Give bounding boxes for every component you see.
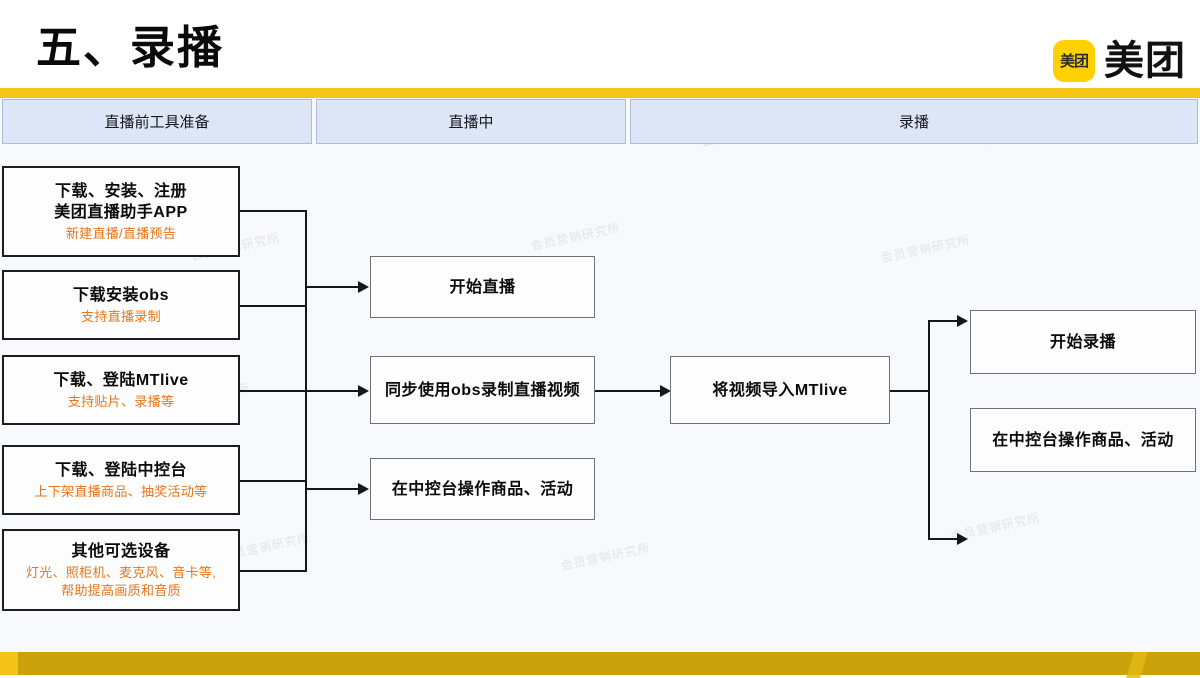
node-subtitle: 上下架直播商品、抽奖活动等: [34, 483, 208, 499]
connector-to-record-bottom: [928, 538, 960, 540]
brand-logo: 美团 美团: [1053, 40, 1186, 82]
node-subtitle: 支持直播录制: [81, 308, 161, 324]
node-live-2[interactable]: 同步使用obs录制直播视频: [370, 356, 595, 424]
bottom-band-swoosh-icon: [1126, 652, 1148, 678]
node-prep-5[interactable]: 其他可选设备 灯光、照柜机、麦克风、音卡等, 帮助提高画质和音质: [2, 529, 240, 611]
node-title-line1: 下载、安装、注册: [54, 182, 187, 200]
node-subtitle: 新建直播/直播预告: [65, 225, 177, 241]
phase-label: 直播中: [448, 114, 494, 131]
connector-to-live-2: [305, 390, 361, 392]
node-prep-4[interactable]: 下载、登陆中控台 上下架直播商品、抽奖活动等: [2, 445, 240, 515]
node-prep-2[interactable]: 下载安装obs 支持直播录制: [2, 270, 240, 340]
arrow-to-record-top: [957, 315, 968, 327]
connector-prep5-stub: [240, 570, 307, 572]
arrow-to-live-1: [358, 281, 369, 293]
node-prep-3[interactable]: 下载、登陆MTlive 支持贴片、录播等: [2, 355, 240, 425]
phase-label: 录播: [898, 114, 929, 131]
node-record-3[interactable]: 在中控台操作商品、活动: [970, 408, 1196, 472]
node-live-3[interactable]: 在中控台操作商品、活动: [370, 458, 595, 520]
node-subtitle-line2: 帮助提高画质和音质: [61, 582, 181, 598]
arrow-to-record-bottom: [957, 533, 968, 545]
connector-prep3-stub: [240, 390, 307, 392]
phase-header-live[interactable]: 直播中: [316, 99, 626, 144]
watermark: 会员营销研究所: [559, 540, 652, 574]
node-title: 开始直播: [449, 278, 516, 296]
arrow-to-live-2: [358, 385, 369, 397]
node-title: 在中控台操作商品、活动: [992, 431, 1174, 449]
meituan-logo-icon: 美团: [1053, 40, 1095, 82]
connector-prep2-stub: [240, 305, 307, 307]
node-title-line1: 下载、登陆中控台: [54, 461, 187, 479]
node-title: 在中控台操作商品、活动: [391, 480, 574, 498]
bottom-band-tab: [0, 652, 18, 675]
diagram-area: 会员营销研究所 会员营销研究所 会员营销研究所 会员营销研究所 会员营销研究所 …: [0, 98, 1200, 653]
connector-to-live-3: [305, 488, 361, 490]
node-subtitle: 支持贴片、录播等: [67, 393, 175, 409]
node-live-1[interactable]: 开始直播: [370, 256, 595, 318]
node-title-line1: 下载安装obs: [73, 286, 169, 304]
node-title: 同步使用obs录制直播视频: [385, 381, 580, 399]
phase-label: 直播前工具准备: [104, 114, 210, 131]
watermark: 会员营销研究所: [879, 232, 972, 266]
node-title-line1: 下载、登陆MTlive: [53, 371, 189, 389]
node-prep-1[interactable]: 下载、安装、注册 美团直播助手APP 新建直播/直播预告: [2, 166, 240, 257]
top-accent-rule: [0, 88, 1200, 98]
node-record-2[interactable]: 开始录播: [970, 310, 1196, 374]
phase-header-prep[interactable]: 直播前工具准备: [2, 99, 312, 144]
brand-name: 美团: [1104, 39, 1186, 83]
connector-record-out: [890, 390, 930, 392]
arrow-to-live-3: [358, 483, 369, 495]
node-title-line1: 其他可选设备: [71, 542, 171, 560]
node-title-line2: 美团直播助手APP: [54, 203, 188, 221]
watermark: 会员营销研究所: [529, 220, 622, 254]
phase-header-record[interactable]: 录播: [630, 99, 1198, 144]
node-record-1[interactable]: 将视频导入MTlive: [670, 356, 890, 424]
connector-prep1-stub: [240, 210, 307, 212]
node-subtitle-line1: 灯光、照柜机、麦克风、音卡等,: [25, 564, 217, 580]
connector-record-split: [928, 320, 930, 540]
connector-live2-to-record: [595, 390, 663, 392]
connector-to-live-1: [305, 286, 361, 288]
node-title: 将视频导入MTlive: [712, 381, 848, 399]
connector-prep4-stub: [240, 480, 307, 482]
node-title: 开始录播: [1049, 333, 1116, 351]
connector-to-record-top: [928, 320, 960, 322]
arrow-live2-to-record: [660, 385, 671, 397]
page-title: 五、录播: [36, 22, 225, 73]
bottom-accent-band: [0, 652, 1200, 678]
